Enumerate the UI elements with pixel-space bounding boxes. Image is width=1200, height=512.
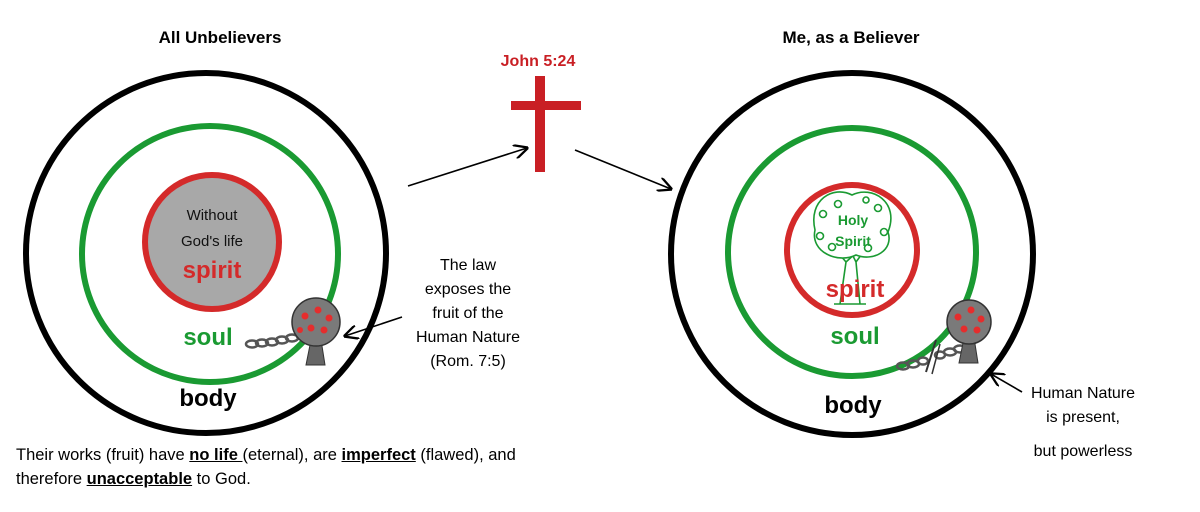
caption-text: (eternal), are — [242, 446, 342, 464]
cross-icon — [511, 76, 581, 172]
caption-text: Their works (fruit) have — [16, 446, 190, 464]
caption-text: to God. — [192, 470, 251, 488]
caption-text: (flawed), and therefore — [16, 446, 516, 488]
soul-ring — [725, 125, 979, 379]
spirit-description-line2: God's life — [181, 233, 243, 250]
soul-label: soul — [183, 324, 232, 351]
nature-note-line: Human Nature — [1031, 385, 1135, 402]
caption-emphasis-imperfect: imperfect — [341, 446, 416, 464]
human-nature-note: Human Nature is present, but powerless — [1031, 385, 1135, 460]
fruit-tree-icon — [291, 297, 341, 366]
spirit-ring — [784, 182, 920, 318]
spirit-ring — [142, 172, 282, 312]
holy-spirit-label-line1: Holy — [838, 212, 869, 228]
law-arrow — [345, 316, 403, 336]
believer-title: Me, as a Believer — [782, 28, 919, 47]
broken-chain-icon — [895, 339, 968, 375]
law-note: The law exposes the fruit of the Human N… — [416, 257, 520, 370]
caption-emphasis-unacceptable: unacceptable — [86, 470, 193, 488]
nature-arrow — [991, 374, 1023, 393]
body-label: body — [179, 385, 237, 412]
nature-note-line: but powerless — [1034, 443, 1133, 460]
tree-icon — [813, 191, 892, 305]
spirit-label: spirit — [826, 276, 885, 303]
caption-emphasis-no-life: no life — [189, 446, 243, 464]
law-note-line: exposes the — [425, 281, 511, 298]
body-label: body — [824, 392, 882, 419]
believer-diagram: Holy Spirit spirit soul body — [668, 70, 1036, 438]
spirit-description-line1: Without — [187, 207, 239, 224]
nature-note-line: is present, — [1046, 409, 1120, 426]
soul-label: soul — [830, 323, 879, 350]
holy-spirit-label-line2: Spirit — [835, 233, 871, 249]
soul-ring — [79, 123, 341, 385]
law-note-line: Human Nature — [416, 329, 520, 346]
fruit-tree-icon — [946, 299, 992, 364]
spirit-label: spirit — [183, 257, 242, 284]
unbeliever-diagram: Without God's life spirit soul body — [23, 70, 389, 436]
scripture-reference: John 5:24 — [501, 53, 576, 70]
unbelievers-title: All Unbelievers — [159, 28, 282, 47]
caption: Their works (fruit) have no life (eterna… — [16, 443, 536, 491]
body-ring — [23, 70, 389, 436]
law-note-line: The law — [440, 257, 496, 274]
arrow-from-cross — [574, 149, 671, 189]
body-ring — [668, 70, 1036, 438]
law-note-line: fruit of the — [432, 305, 503, 322]
arrow-to-cross — [407, 148, 527, 187]
law-note-line: (Rom. 7:5) — [430, 353, 506, 370]
